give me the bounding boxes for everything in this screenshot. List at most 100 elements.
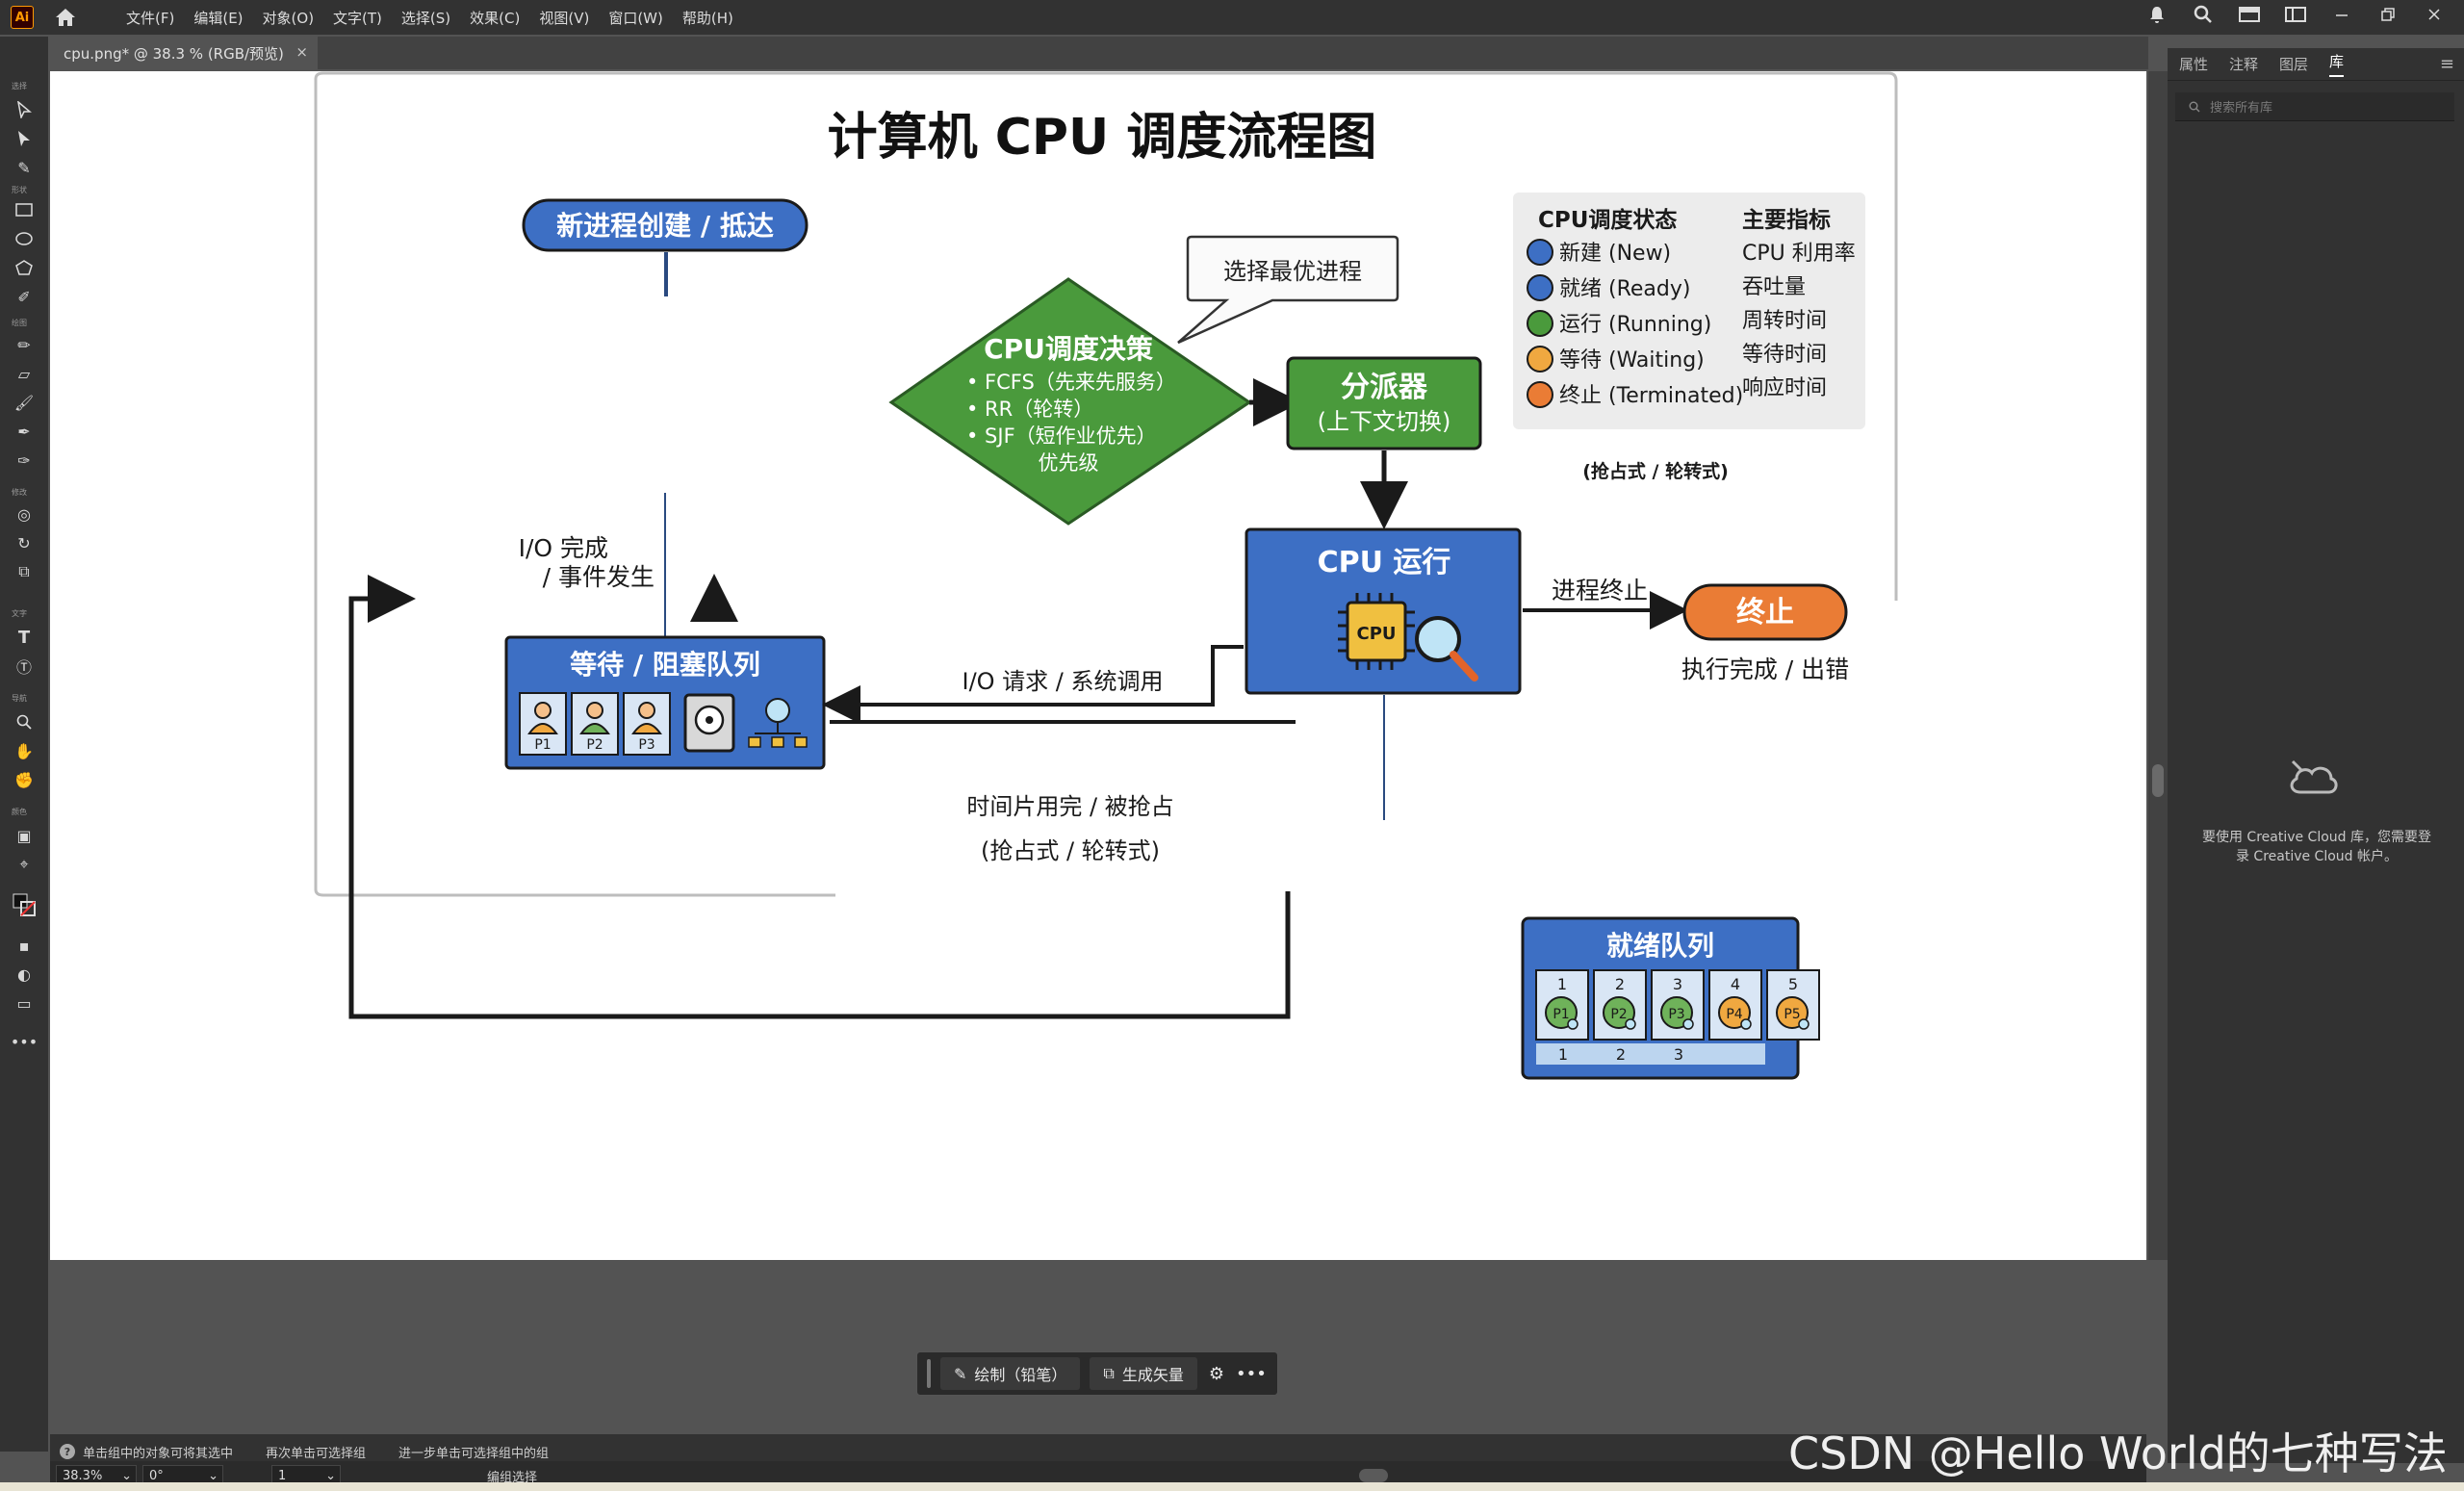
search-icon[interactable] <box>2193 4 2214 25</box>
legend-metric-label: CPU 利用率 <box>1742 242 1856 266</box>
notification-icon[interactable] <box>2146 4 2168 25</box>
rotate-tool-icon[interactable]: ↻ <box>17 533 31 553</box>
more-options-icon[interactable]: ••• <box>1236 1363 1267 1384</box>
close-icon[interactable] <box>2424 4 2445 25</box>
polygon-tool-icon[interactable] <box>13 256 36 279</box>
new-process-label: 新进程创建 / 抵达 <box>556 210 774 242</box>
menu-item[interactable]: 视图(V) <box>539 9 590 27</box>
zoom-value: 38.3% <box>63 1468 103 1483</box>
terminate-edge-label: 进程终止 <box>1552 577 1648 604</box>
scale-tool-icon[interactable]: ⧉ <box>18 562 30 580</box>
cpu-chip-icon: CPU <box>1338 593 1415 670</box>
ready-proc-number: 5 <box>1788 975 1798 993</box>
ready-proc-label: P2 <box>1610 1007 1627 1022</box>
person-body <box>579 723 610 734</box>
artboard-canvas[interactable]: 计算机 CPU 调度流程图 新进程创建 / 抵达 选择最优进程 CPU调度决策 … <box>50 71 2146 1260</box>
pasteboard <box>50 1260 2146 1433</box>
cc-message-line: 要使用 Creative Cloud 库，您需要登 <box>2201 830 2432 845</box>
diagram-frame <box>314 71 1898 601</box>
libraries-panel: 属性 注释 图层 库 ≡ 搜索所有库 要使用 Creative Cloud 库，您需要登… <box>2168 48 2464 1463</box>
restore-icon[interactable] <box>2377 4 2399 25</box>
arrange-icon[interactable] <box>2285 4 2306 25</box>
menu-item[interactable]: 选择(S) <box>400 9 451 27</box>
eyedropper-tool-icon[interactable]: ⌖ <box>19 855 29 873</box>
screen-mode-icon[interactable]: ▭ <box>16 993 32 1013</box>
ready-proc-label: P1 <box>1553 1007 1569 1022</box>
fill-stroke-icon[interactable] <box>13 893 36 916</box>
rotate-view-tool-icon[interactable]: ✊ <box>14 770 34 789</box>
ready-proc-magnifier <box>1682 1018 1694 1030</box>
ellipse-tool-icon[interactable] <box>13 227 36 250</box>
pencil-tool-icon[interactable]: ✏ <box>17 335 31 354</box>
menu-item[interactable]: 效果(C) <box>470 9 521 27</box>
cpu-scheduling-diagram: 计算机 CPU 调度流程图 新进程创建 / 抵达 选择最优进程 CPU调度决策 … <box>314 71 1898 1080</box>
select-best-label: 选择最优进程 <box>1223 258 1362 285</box>
hand-tool-icon[interactable]: ✋ <box>14 741 34 760</box>
type-tool-icon[interactable]: T <box>17 627 31 648</box>
shape-builder-tool-icon[interactable]: ◎ <box>17 504 31 524</box>
ready-proc-label: P4 <box>1726 1007 1742 1022</box>
lasso-tool-icon[interactable]: ✎ <box>17 158 31 177</box>
drag-handle[interactable] <box>927 1359 931 1388</box>
library-search-field[interactable]: 搜索所有库 <box>2175 92 2454 121</box>
tool-section-label: 文字 <box>12 609 27 618</box>
watermark: CSDN @Hello World的七种写法 <box>1788 1427 2448 1479</box>
horizontal-scroll-thumb[interactable] <box>1359 1469 1388 1482</box>
vertical-scrollbar[interactable] <box>2148 71 2168 1260</box>
document-tab[interactable]: cpu.png* @ 38.3 % (RGB/预览) × <box>50 37 318 69</box>
panel-tab[interactable]: 属性 <box>2179 56 2209 73</box>
waiting-proc-label: P1 <box>534 737 551 753</box>
menu-item[interactable]: 编辑(E) <box>193 9 244 27</box>
zoom-tool-icon[interactable] <box>13 710 36 733</box>
gradient-tool-icon[interactable]: ▣ <box>16 826 32 845</box>
draw-pencil-button[interactable]: ✎ 绘制（铅笔） <box>940 1357 1081 1390</box>
magnifier-icon <box>1415 616 1478 681</box>
cpu-chip-label: CPU <box>1356 624 1396 644</box>
scroll-thumb[interactable] <box>2152 764 2164 797</box>
curvature-tool-icon[interactable]: ✑ <box>17 450 31 470</box>
menu-item[interactable]: 文件(F) <box>126 9 175 27</box>
legend-header-metric: 主要指标 <box>1742 208 1831 233</box>
legend-rows: 新建 (New)就绪 (Ready)运行 (Running)等待 (Waitin… <box>1527 239 1856 408</box>
tab-close-icon[interactable]: × <box>295 43 308 61</box>
menu-item[interactable]: 窗口(W) <box>608 9 663 27</box>
contextual-task-bar: ✎ 绘制（铅笔） ⧉ 生成矢量 ⚙ ••• <box>916 1351 1278 1396</box>
panel-tab[interactable]: 图层 <box>2279 56 2309 73</box>
rectangle-tool-icon[interactable] <box>13 198 36 221</box>
document-tab-title: cpu.png* @ 38.3 % (RGB/预览) <box>64 44 284 63</box>
home-icon[interactable] <box>53 5 78 30</box>
minimize-icon[interactable] <box>2331 4 2352 25</box>
menu-item[interactable]: 对象(O) <box>262 9 315 27</box>
brush-tool-icon[interactable]: 🖌 <box>13 393 35 412</box>
eraser-tool-icon[interactable]: ▱ <box>17 364 31 383</box>
person-head <box>534 702 552 719</box>
io-done-label: I/O 完成 <box>519 534 608 562</box>
terminate-pill <box>1682 583 1848 641</box>
menu-item[interactable]: 文字(T) <box>333 9 382 27</box>
waiting-proc-label: P2 <box>586 737 603 753</box>
ready-queue-bar <box>1536 1043 1765 1065</box>
panel-menu-icon[interactable]: ≡ <box>2439 54 2454 74</box>
selection-tool-icon[interactable] <box>13 98 36 121</box>
legend-swatch <box>1527 239 1553 266</box>
zoom-field[interactable]: 38.3%⌄ <box>56 1465 137 1486</box>
shaper-tool-icon[interactable]: ✐ <box>17 287 31 306</box>
draw-mode-icon[interactable]: ◐ <box>17 964 31 984</box>
ready-queue-title: 就绪队列 <box>1606 930 1714 962</box>
person-head <box>638 702 655 719</box>
area-type-tool-icon[interactable]: Ⓣ <box>15 658 32 677</box>
workspace-icon[interactable] <box>2239 4 2260 25</box>
image-trace-icon[interactable]: ⚙ <box>1208 1363 1225 1384</box>
person-head <box>586 702 603 719</box>
menu-item[interactable]: 帮助(H) <box>681 9 733 27</box>
panel-tab[interactable]: 注释 <box>2229 56 2259 73</box>
pen-tool-icon[interactable]: ✒ <box>17 422 31 441</box>
tool-mode-label: 编组选择 <box>487 1471 538 1485</box>
more-tools-icon[interactable]: ••• <box>10 1032 38 1051</box>
direct-selection-tool-icon[interactable] <box>13 127 36 150</box>
generate-vector-button[interactable]: ⧉ 生成矢量 <box>1090 1357 1197 1390</box>
color-mode-icon[interactable]: ▪ <box>18 936 30 955</box>
panel-tab[interactable]: 库 <box>2329 51 2345 77</box>
creative-cloud-icon <box>2290 759 2338 794</box>
legend-state-label: 运行 (Running) <box>1559 313 1711 337</box>
